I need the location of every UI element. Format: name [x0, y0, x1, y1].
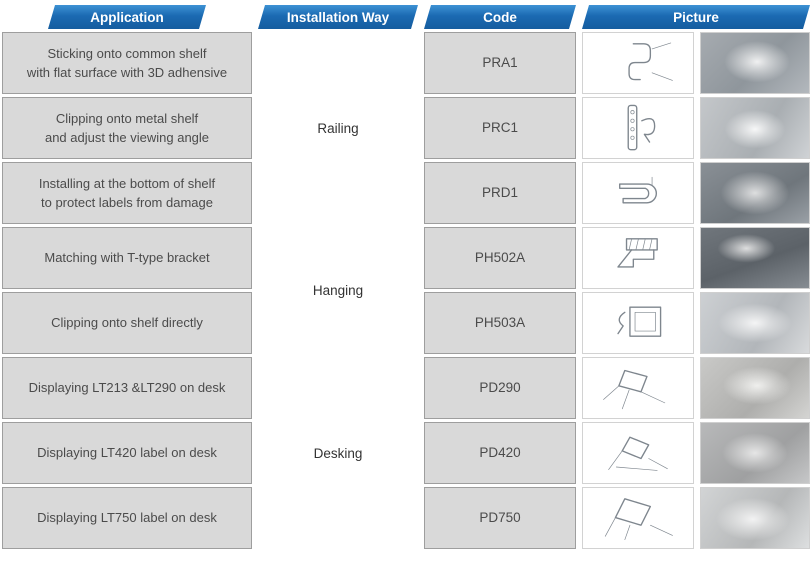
- drawing-cell: [582, 32, 694, 94]
- code-cell: PH502A: [424, 227, 576, 289]
- column-header-application: Application: [48, 5, 206, 29]
- application-cell: Matching with T-type bracket: [2, 227, 252, 289]
- code-cell: PRC1: [424, 97, 576, 159]
- column-header-picture: Picture: [582, 5, 810, 29]
- drawing-cell: [582, 227, 694, 289]
- drawing-cell: [582, 422, 694, 484]
- code-cell: PD750: [424, 487, 576, 549]
- application-cell: Installing at the bottom of shelf to pro…: [2, 162, 252, 224]
- large-desk-stand-sketch-icon: [605, 497, 674, 540]
- wire-desk-stand-sketch-icon: [608, 436, 669, 471]
- code-cell: PD290: [424, 357, 576, 419]
- application-cell: Clipping onto metal shelf and adjust the…: [2, 97, 252, 159]
- s-hook-sketch-icon: [628, 42, 674, 81]
- frame-clip-sketch-icon: [617, 306, 662, 337]
- drawing-cell: [582, 162, 694, 224]
- hanging-bracket-photo: [700, 227, 810, 289]
- perforated-strip-clip-sketch-icon: [627, 104, 656, 150]
- application-cell: Sticking onto common shelf with flat sur…: [2, 32, 252, 94]
- clear-plastic-hook-photo: [700, 32, 810, 94]
- desk-stand-photo: [700, 357, 810, 419]
- code-cell: PRD1: [424, 162, 576, 224]
- code-cell: PRA1: [424, 32, 576, 94]
- code-cell: PH503A: [424, 292, 576, 354]
- application-cell: Displaying LT420 label on desk: [2, 422, 252, 484]
- t-bracket-sketch-icon: [617, 237, 659, 268]
- product-application-table: Application Installation Way Code Pictur…: [2, 0, 810, 549]
- code-cell: PD420: [424, 422, 576, 484]
- column-header-installation-way: Installation Way: [258, 5, 418, 29]
- rail-profile-in-hand-photo: [700, 162, 810, 224]
- drawing-cell: [582, 487, 694, 549]
- column-header-code: Code: [424, 5, 576, 29]
- installation-way-hanging: Hanging: [258, 227, 418, 354]
- application-cell: Displaying LT750 label on desk: [2, 487, 252, 549]
- drawing-cell: [582, 97, 694, 159]
- wire-desk-stand-photo: [700, 422, 810, 484]
- clip-holder-in-hand-photo: [700, 97, 810, 159]
- drawing-cell: [582, 292, 694, 354]
- shelf-clip-photo: [700, 292, 810, 354]
- drawing-cell: [582, 357, 694, 419]
- application-cell: Clipping onto shelf directly: [2, 292, 252, 354]
- installation-way-railing: Railing: [258, 32, 418, 224]
- desk-stand-sketch-icon: [603, 369, 666, 409]
- installation-way-desking: Desking: [258, 357, 418, 549]
- bottom-rail-profile-sketch-icon: [619, 176, 658, 204]
- application-cell: Displaying LT213 &LT290 on desk: [2, 357, 252, 419]
- large-desk-stand-photo: [700, 487, 810, 549]
